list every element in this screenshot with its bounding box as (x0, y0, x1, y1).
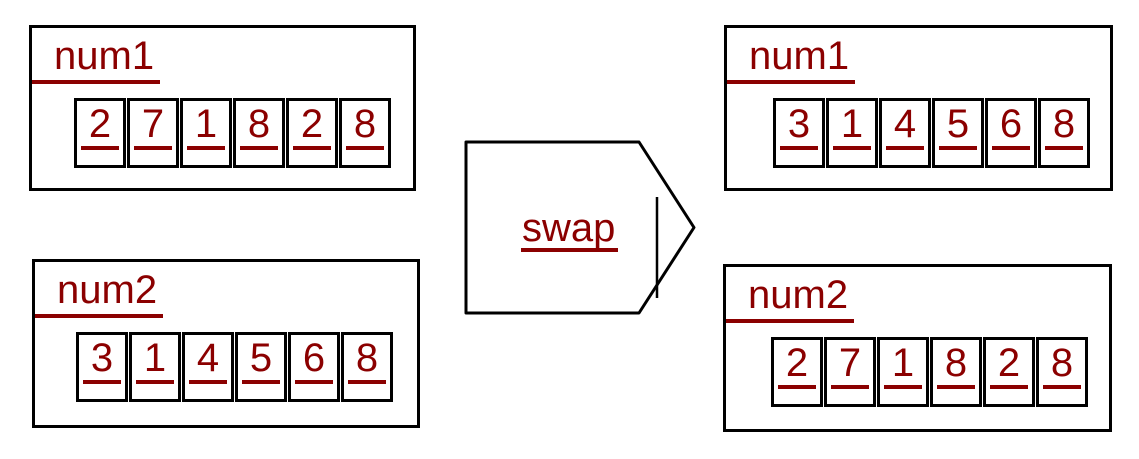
digit-value: 3 (82, 338, 122, 384)
digit-value: 1 (832, 104, 872, 150)
digit-cell: 8 (233, 98, 285, 168)
digit-value: 1 (883, 343, 923, 389)
digit-cell: 8 (1036, 337, 1088, 407)
digit-cell: 2 (771, 337, 823, 407)
array-name-label: num1 (727, 34, 856, 84)
digit-value: 1 (135, 338, 175, 384)
digit-cell: 7 (127, 98, 179, 168)
digit-value: 2 (292, 104, 332, 150)
digit-value: 8 (239, 104, 279, 150)
digit-cell: 4 (182, 332, 234, 402)
digit-row: 2 7 1 8 2 8 (74, 98, 391, 168)
digit-value: 1 (186, 104, 226, 150)
digit-value: 6 (294, 338, 334, 384)
digit-cell: 1 (129, 332, 181, 402)
digit-value: 2 (777, 343, 817, 389)
digit-value: 8 (345, 104, 385, 150)
array-name-label: num2 (35, 268, 164, 318)
digit-value: 8 (936, 343, 976, 389)
digit-row: 3 1 4 5 6 8 (773, 98, 1090, 168)
digit-cell: 3 (773, 98, 825, 168)
digit-value: 3 (779, 104, 819, 150)
digit-value: 8 (347, 338, 387, 384)
digit-value: 8 (1042, 343, 1082, 389)
digit-cell: 1 (826, 98, 878, 168)
digit-value: 8 (1044, 104, 1084, 150)
panel-num2-after: num2 2 7 1 8 2 8 (723, 264, 1112, 432)
digit-row: 3 1 4 5 6 8 (76, 332, 393, 402)
digit-cell: 5 (235, 332, 287, 402)
digit-row: 2 7 1 8 2 8 (771, 337, 1088, 407)
digit-cell: 8 (341, 332, 393, 402)
digit-cell: 1 (180, 98, 232, 168)
digit-cell: 3 (76, 332, 128, 402)
digit-value: 7 (133, 104, 173, 150)
swap-label: swap (521, 208, 619, 252)
digit-value: 5 (241, 338, 281, 384)
panel-num1-before: num1 2 7 1 8 2 8 (29, 25, 416, 191)
digit-value: 4 (188, 338, 228, 384)
digit-value: 4 (885, 104, 925, 150)
digit-cell: 2 (286, 98, 338, 168)
digit-cell: 2 (983, 337, 1035, 407)
array-name-label: num2 (726, 273, 855, 323)
digit-cell: 7 (824, 337, 876, 407)
array-name-label: num1 (32, 34, 161, 84)
digit-value: 5 (938, 104, 978, 150)
digit-value: 7 (830, 343, 870, 389)
digit-value: 2 (80, 104, 120, 150)
digit-cell: 8 (930, 337, 982, 407)
swap-arrow-icon (464, 140, 696, 315)
digit-cell: 1 (877, 337, 929, 407)
pentagon-shape (464, 140, 696, 315)
digit-cell: 6 (288, 332, 340, 402)
swap-arrow: swap (464, 140, 697, 316)
digit-cell: 4 (879, 98, 931, 168)
digit-cell: 8 (339, 98, 391, 168)
digit-cell: 6 (985, 98, 1037, 168)
digit-value: 6 (991, 104, 1031, 150)
digit-value: 2 (989, 343, 1029, 389)
digit-cell: 5 (932, 98, 984, 168)
digit-cell: 2 (74, 98, 126, 168)
panel-num1-after: num1 3 1 4 5 6 8 (724, 25, 1113, 191)
digit-cell: 8 (1038, 98, 1090, 168)
panel-num2-before: num2 3 1 4 5 6 8 (32, 259, 420, 428)
